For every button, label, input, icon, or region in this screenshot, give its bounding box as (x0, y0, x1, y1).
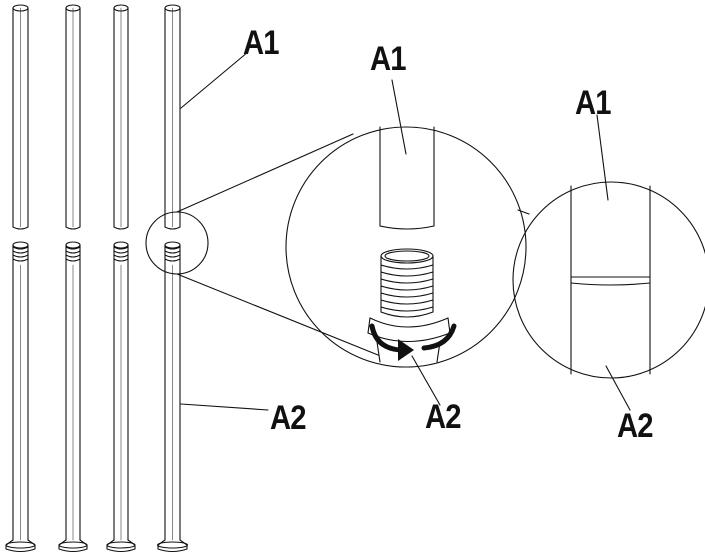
label-a1-zoom-joined: A1 (575, 84, 612, 122)
upper-tube-a1-1 (12, 4, 29, 230)
magnify-line-top (176, 133, 354, 213)
label-a2-main: A2 (270, 399, 307, 437)
rotate-clockwise-arrow-icon (369, 323, 457, 361)
zoom-circle-thread (285, 79, 527, 406)
label-a1-zoom-thread: A1 (370, 40, 407, 78)
magnify-line-bottom (176, 273, 379, 356)
lower-tube-a2-2 (58, 241, 88, 553)
upper-tube-a1-3 (113, 4, 129, 230)
leader-a1-main (180, 51, 249, 109)
lower-tube-a2-1 (5, 241, 36, 553)
upper-tube-a1-4 (164, 4, 181, 230)
zoom-circle-joined (512, 114, 705, 411)
connector-line (517, 209, 530, 215)
leader-a2-main (180, 403, 269, 411)
upper-tube-a1-2 (65, 4, 81, 230)
label-a1-main: A1 (243, 24, 280, 62)
label-a2-zoom-thread: A2 (425, 398, 462, 436)
label-a2-zoom-joined: A2 (617, 407, 654, 445)
lower-tube-a2-3 (106, 241, 136, 553)
lower-tube-a2-4 (156, 241, 189, 553)
